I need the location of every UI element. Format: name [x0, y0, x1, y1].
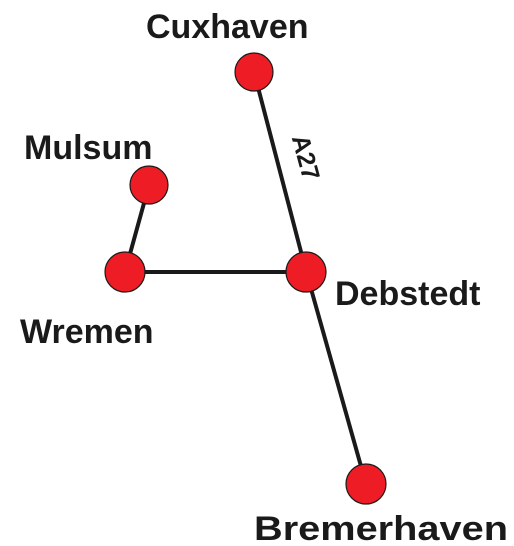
- road-a27-south: [304, 270, 368, 485]
- town-label-mulsum: Mulsum: [24, 129, 152, 167]
- town-marker-mulsum: [129, 165, 169, 205]
- town-label-wremen: Wremen: [20, 313, 154, 351]
- town-label-bremerhaven: Bremerhaven: [254, 510, 508, 546]
- town-marker-bremerhaven: [345, 463, 387, 505]
- town-marker-debstedt: [285, 251, 327, 293]
- town-label-cuxhaven: Cuxhaven: [146, 8, 309, 46]
- town-label-debstedt: Debstedt: [335, 275, 480, 313]
- road-a27-north: [252, 71, 308, 272]
- town-marker-wremen: [104, 251, 146, 293]
- town-marker-cuxhaven: [234, 52, 274, 92]
